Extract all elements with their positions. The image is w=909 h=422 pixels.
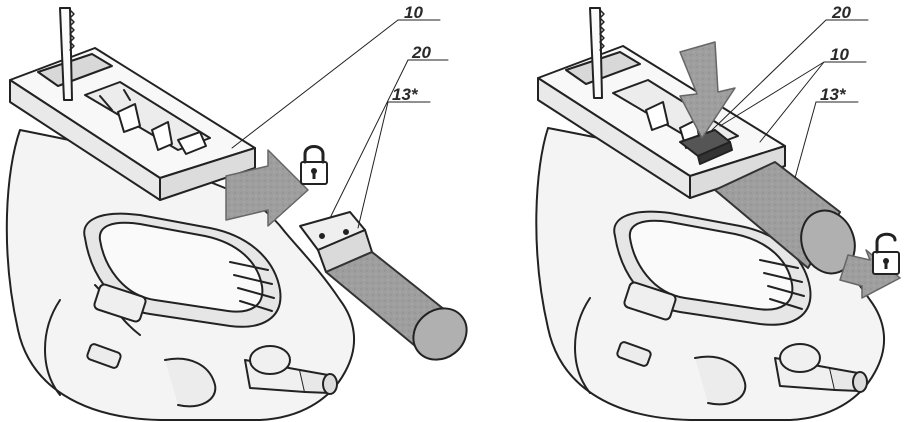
dust-tube-left <box>325 251 468 361</box>
insert-arrow <box>225 149 309 227</box>
lock-open-icon <box>872 232 900 275</box>
dust-adapter-left <box>299 211 373 273</box>
label-10-right: 10 <box>830 45 849 64</box>
label-20-left: 20 <box>411 43 431 62</box>
right-panel <box>535 7 901 421</box>
left-panel <box>5 7 468 421</box>
label-13-right: 13* <box>820 85 847 104</box>
saw-blade-left <box>59 7 75 101</box>
dust-tube-right <box>714 161 856 275</box>
leader-lines-right <box>711 19 869 179</box>
jigsaw-body-right <box>535 127 886 421</box>
label-10-left: 10 <box>404 3 423 22</box>
jigsaw-body-left <box>5 129 356 421</box>
press-down-arrow <box>679 41 736 139</box>
lock-closed-icon <box>300 145 328 185</box>
leader-lines-left <box>231 19 449 229</box>
label-13-left: 13* <box>392 85 419 104</box>
label-20-right: 20 <box>831 3 851 22</box>
saw-blade-right <box>589 7 605 99</box>
pull-out-arrow <box>839 249 901 299</box>
